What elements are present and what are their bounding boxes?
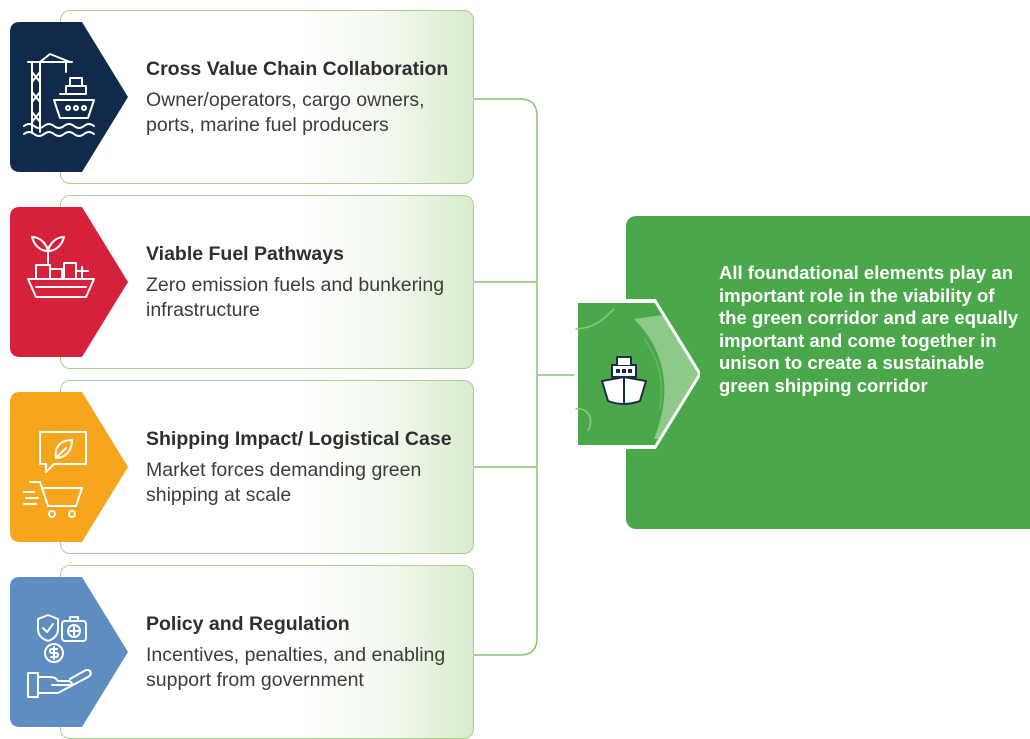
card-policy-regulation: Policy and Regulation Incentives, penalt… <box>60 565 474 739</box>
card-cross-value-chain: Cross Value Chain Collaboration Owner/op… <box>60 10 474 184</box>
plant-ship-icon <box>27 236 95 298</box>
summary-text: All foundational elements play an import… <box>719 262 1019 396</box>
card-description: Zero emission fuels and bunkering infras… <box>146 273 445 321</box>
card-description: Incentives, penalties, and enabling supp… <box>146 643 446 691</box>
card-title: Cross Value Chain Collaboration <box>146 57 449 80</box>
card-shipping-impact: Shipping Impact/ Logistical Case Market … <box>60 380 474 554</box>
badge-policy-regulation <box>10 577 128 727</box>
card-description: Market forces demanding green shipping a… <box>146 458 422 506</box>
badge-shipping-impact <box>10 392 128 542</box>
port-crane-ship-icon <box>23 53 95 137</box>
card-title: Shipping Impact/ Logistical Case <box>146 427 452 450</box>
hand-money-icon <box>27 614 92 698</box>
card-title: Policy and Regulation <box>146 612 350 635</box>
card-viable-fuel: Viable Fuel Pathways Zero emission fuels… <box>60 195 474 369</box>
badge-viable-fuel <box>10 207 128 357</box>
ship-icon <box>601 356 647 405</box>
cart-leaf-icon <box>23 431 87 518</box>
ship-badge <box>574 299 700 449</box>
card-title: Viable Fuel Pathways <box>146 242 344 265</box>
card-description: Owner/operators, cargo owners, ports, ma… <box>146 88 425 136</box>
badge-cross-value-chain <box>10 22 128 172</box>
